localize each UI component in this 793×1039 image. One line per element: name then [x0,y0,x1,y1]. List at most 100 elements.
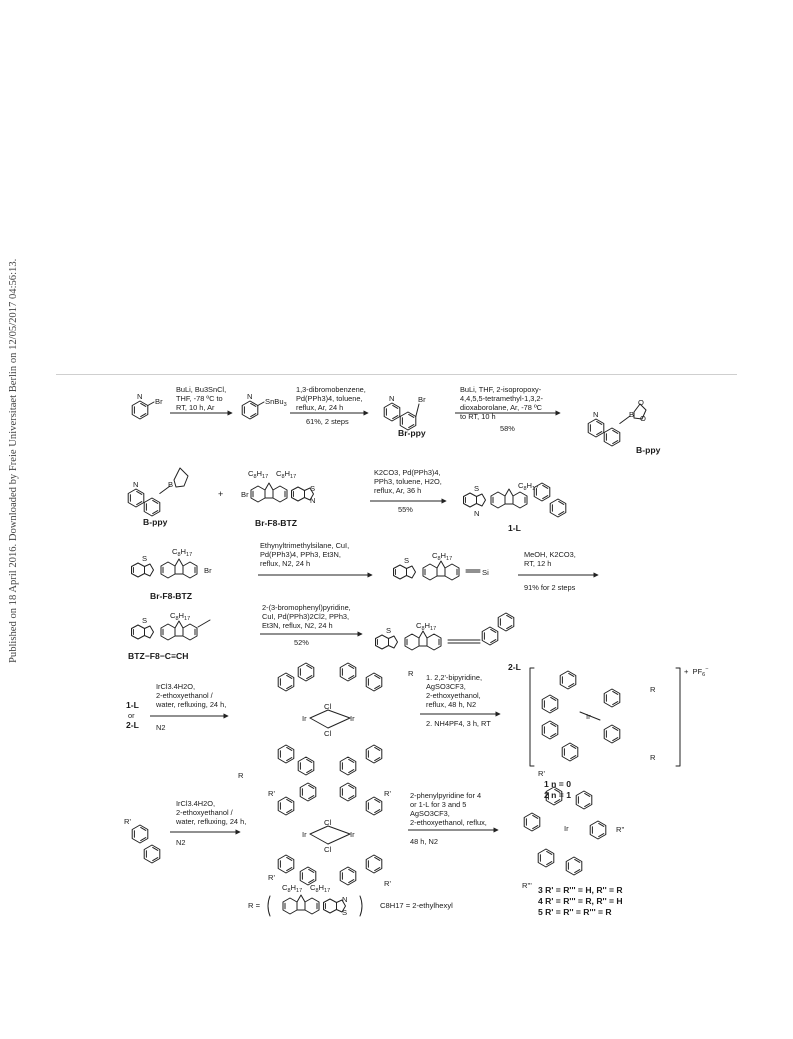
label-or: or [128,711,135,720]
label-b-ppy-left: B-ppy [143,517,168,527]
svg-text:N: N [342,895,347,904]
svg-text:1. 2,2'-bipyridine,: 1. 2,2'-bipyridine, [426,673,482,682]
header-rule [56,374,737,375]
product-2-label: 2 n = 1 [544,790,571,800]
conditions-step-1: BuLi, Bu3SnCl, THF, -78 ºC to RT, 10 h, … [176,385,226,412]
svg-text:N: N [389,394,394,403]
svg-text:R': R' [384,789,391,798]
svg-text:61%, 2 steps: 61%, 2 steps [306,417,349,426]
svg-text:N: N [133,480,138,489]
br-ppy-structure: Br N [384,394,426,430]
c8h17-definition: C8H17 = 2-ethylhexyl [380,901,453,910]
svg-text:N: N [310,496,315,505]
svg-text:Ir: Ir [350,830,355,839]
svg-text:C8H17: C8H17 [248,469,268,480]
svg-text:58%: 58% [500,424,515,433]
svg-text:C8H17: C8H17 [416,621,436,632]
svg-text:BuLi, THF, 2-isopropoxy-: BuLi, THF, 2-isopropoxy- [460,385,542,394]
svg-text:2-(3-bromophenyl)pyridine,: 2-(3-bromophenyl)pyridine, [262,603,351,612]
label-1-l: 1-L [508,523,521,533]
svg-text:R: R [238,771,244,780]
publication-stamp: Published on 18 April 2016. Downloaded b… [8,259,19,663]
label-2-l: 2-L [508,662,521,672]
svg-text:C8H17: C8H17 [432,551,452,562]
svg-text:B: B [629,410,634,419]
svg-text:AgSO3CF3,: AgSO3CF3, [410,809,450,818]
atom-n: N [137,392,142,401]
svg-text:Br: Br [241,490,249,499]
svg-text:R: R [650,685,656,694]
svg-text:Pd(PPh3)4, PPh3, Et3N,: Pd(PPh3)4, PPh3, Et3N, [260,550,341,559]
svg-text:B: B [168,480,173,489]
svg-text:Ethynyltrimethylsilane, CuI,: Ethynyltrimethylsilane, CuI, [260,541,349,550]
b-ppy-structure-left: B N [128,467,189,516]
svg-text:N2: N2 [176,838,185,847]
svg-text:THF, -78 ºC to: THF, -78 ºC to [176,394,223,403]
svg-text:Ir: Ir [586,712,591,721]
atom-sn: SnBu3 [265,397,287,408]
product-3-label: 3 R' = R''' = H, R'' = R [538,885,623,895]
conditions-step-10: IrCl3.4H2O, 2-ethoxyethanol / water, ref… [175,799,246,847]
product-1-label: 1 n = 0 [544,779,571,789]
svg-text:Ir: Ir [564,824,569,833]
stannylpyridine-structure: SnBu3 N [241,392,287,420]
svg-text:R': R' [124,817,131,826]
svg-text:Cl: Cl [324,818,331,827]
svg-text:2-ethoxyethanol,: 2-ethoxyethanol, [426,691,481,700]
svg-text:R': R' [384,879,391,888]
bromopyridine-structure: Br N [131,392,163,420]
svg-text:Cl: Cl [324,729,331,738]
svg-text:2-ethoxyethanol /: 2-ethoxyethanol / [176,808,234,817]
substituted-ppy-structure: R' [124,817,161,864]
conditions-step-7: 2-(3-bromophenyl)pyridine, CuI, Pd(PPh3)… [262,603,351,647]
iridium-complex-3-5: Ir R' R'' R''' [522,769,625,890]
svg-text:Cl: Cl [324,845,331,854]
row-3-reagents: Br C8H17 S Br-F8-BTZ Ethynyltrimethylsil… [131,541,599,601]
synthesis-scheme: Br N BuLi, Bu3SnCl, THF, -78 ºC to RT, 1… [124,385,708,917]
svg-text:2-ethoxyethanol, reflux,: 2-ethoxyethanol, reflux, [410,818,487,827]
svg-text:Ir: Ir [302,714,307,723]
publication-stamp-text: Published on 18 April 2016. Downloaded b… [8,259,19,663]
svg-text:Ir: Ir [350,714,355,723]
svg-text:2-phenylpyridine for 4: 2-phenylpyridine for 4 [410,791,481,800]
svg-text:R': R' [538,769,545,778]
svg-text:N: N [593,410,598,419]
svg-text:RT, 10 h, Ar: RT, 10 h, Ar [176,403,215,412]
svg-text:48 h, N2: 48 h, N2 [410,837,438,846]
svg-text:R': R' [268,789,275,798]
svg-text:91% for 2 steps: 91% for 2 steps [524,583,576,592]
svg-text:C8H17: C8H17 [172,547,192,558]
svg-text:AgSO3CF3,: AgSO3CF3, [426,682,466,691]
br-f8-btz-structure-2: Br C8H17 S [131,547,212,579]
svg-text:C8H17: C8H17 [518,481,538,492]
svg-text:R''': R''' [522,881,532,890]
svg-text:S: S [142,616,147,625]
conditions-step-11: 2-phenylpyridine for 4 or 1-L for 3 and … [410,791,487,846]
row-1-reagents: Br N BuLi, Bu3SnCl, THF, -78 ºC to RT, 1… [131,385,661,455]
iridium-dimer-2: Ir Ir Cl Cl R' R' R' R' [268,782,391,888]
svg-text:C8H17: C8H17 [276,469,296,480]
svg-text:1-L: 1-L [126,700,139,710]
svg-text:52%: 52% [294,638,309,647]
svg-text:S: S [386,626,391,635]
iridium-complex-1-2: Ir R R +PF6− 1 n = 0 2 n = 1 [529,666,708,800]
svg-text:C8H17: C8H17 [310,883,330,894]
conditions-step-3: BuLi, THF, 2-isopropoxy- 4,4,5,5-tetrame… [460,385,544,433]
svg-text:R': R' [268,873,275,882]
svg-text:PPh3, toluene, H2O,: PPh3, toluene, H2O, [374,477,442,486]
svg-text:dioxaborolane, Ar, -78 ºC: dioxaborolane, Ar, -78 ºC [460,403,543,412]
svg-text:Br: Br [204,566,212,575]
svg-text:BuLi, Bu3SnCl,: BuLi, Bu3SnCl, [176,385,226,394]
r-group-definition: R = C8H17 C8H17 N S C8H17 = 2-ethylhexyl [248,883,453,917]
svg-text:O: O [638,398,644,407]
svg-text:RT, 12 h: RT, 12 h [524,559,551,568]
iridium-dimer-1: Ir Ir Cl Cl R R [238,662,414,780]
conditions-step-6: MeOH, K2CO3, RT, 12 h 91% for 2 steps [524,550,576,592]
svg-text:O: O [640,414,646,423]
svg-text:2-L: 2-L [126,720,139,730]
svg-text:Si: Si [482,568,489,577]
svg-text:R'': R'' [616,825,625,834]
svg-text:55%: 55% [398,505,413,514]
svg-text:4,4,5,5-tetramethyl-1,3,2-: 4,4,5,5-tetramethyl-1,3,2- [460,394,544,403]
conditions-step-9: 1. 2,2'-bipyridine, AgSO3CF3, 2-ethoxyet… [426,673,491,728]
